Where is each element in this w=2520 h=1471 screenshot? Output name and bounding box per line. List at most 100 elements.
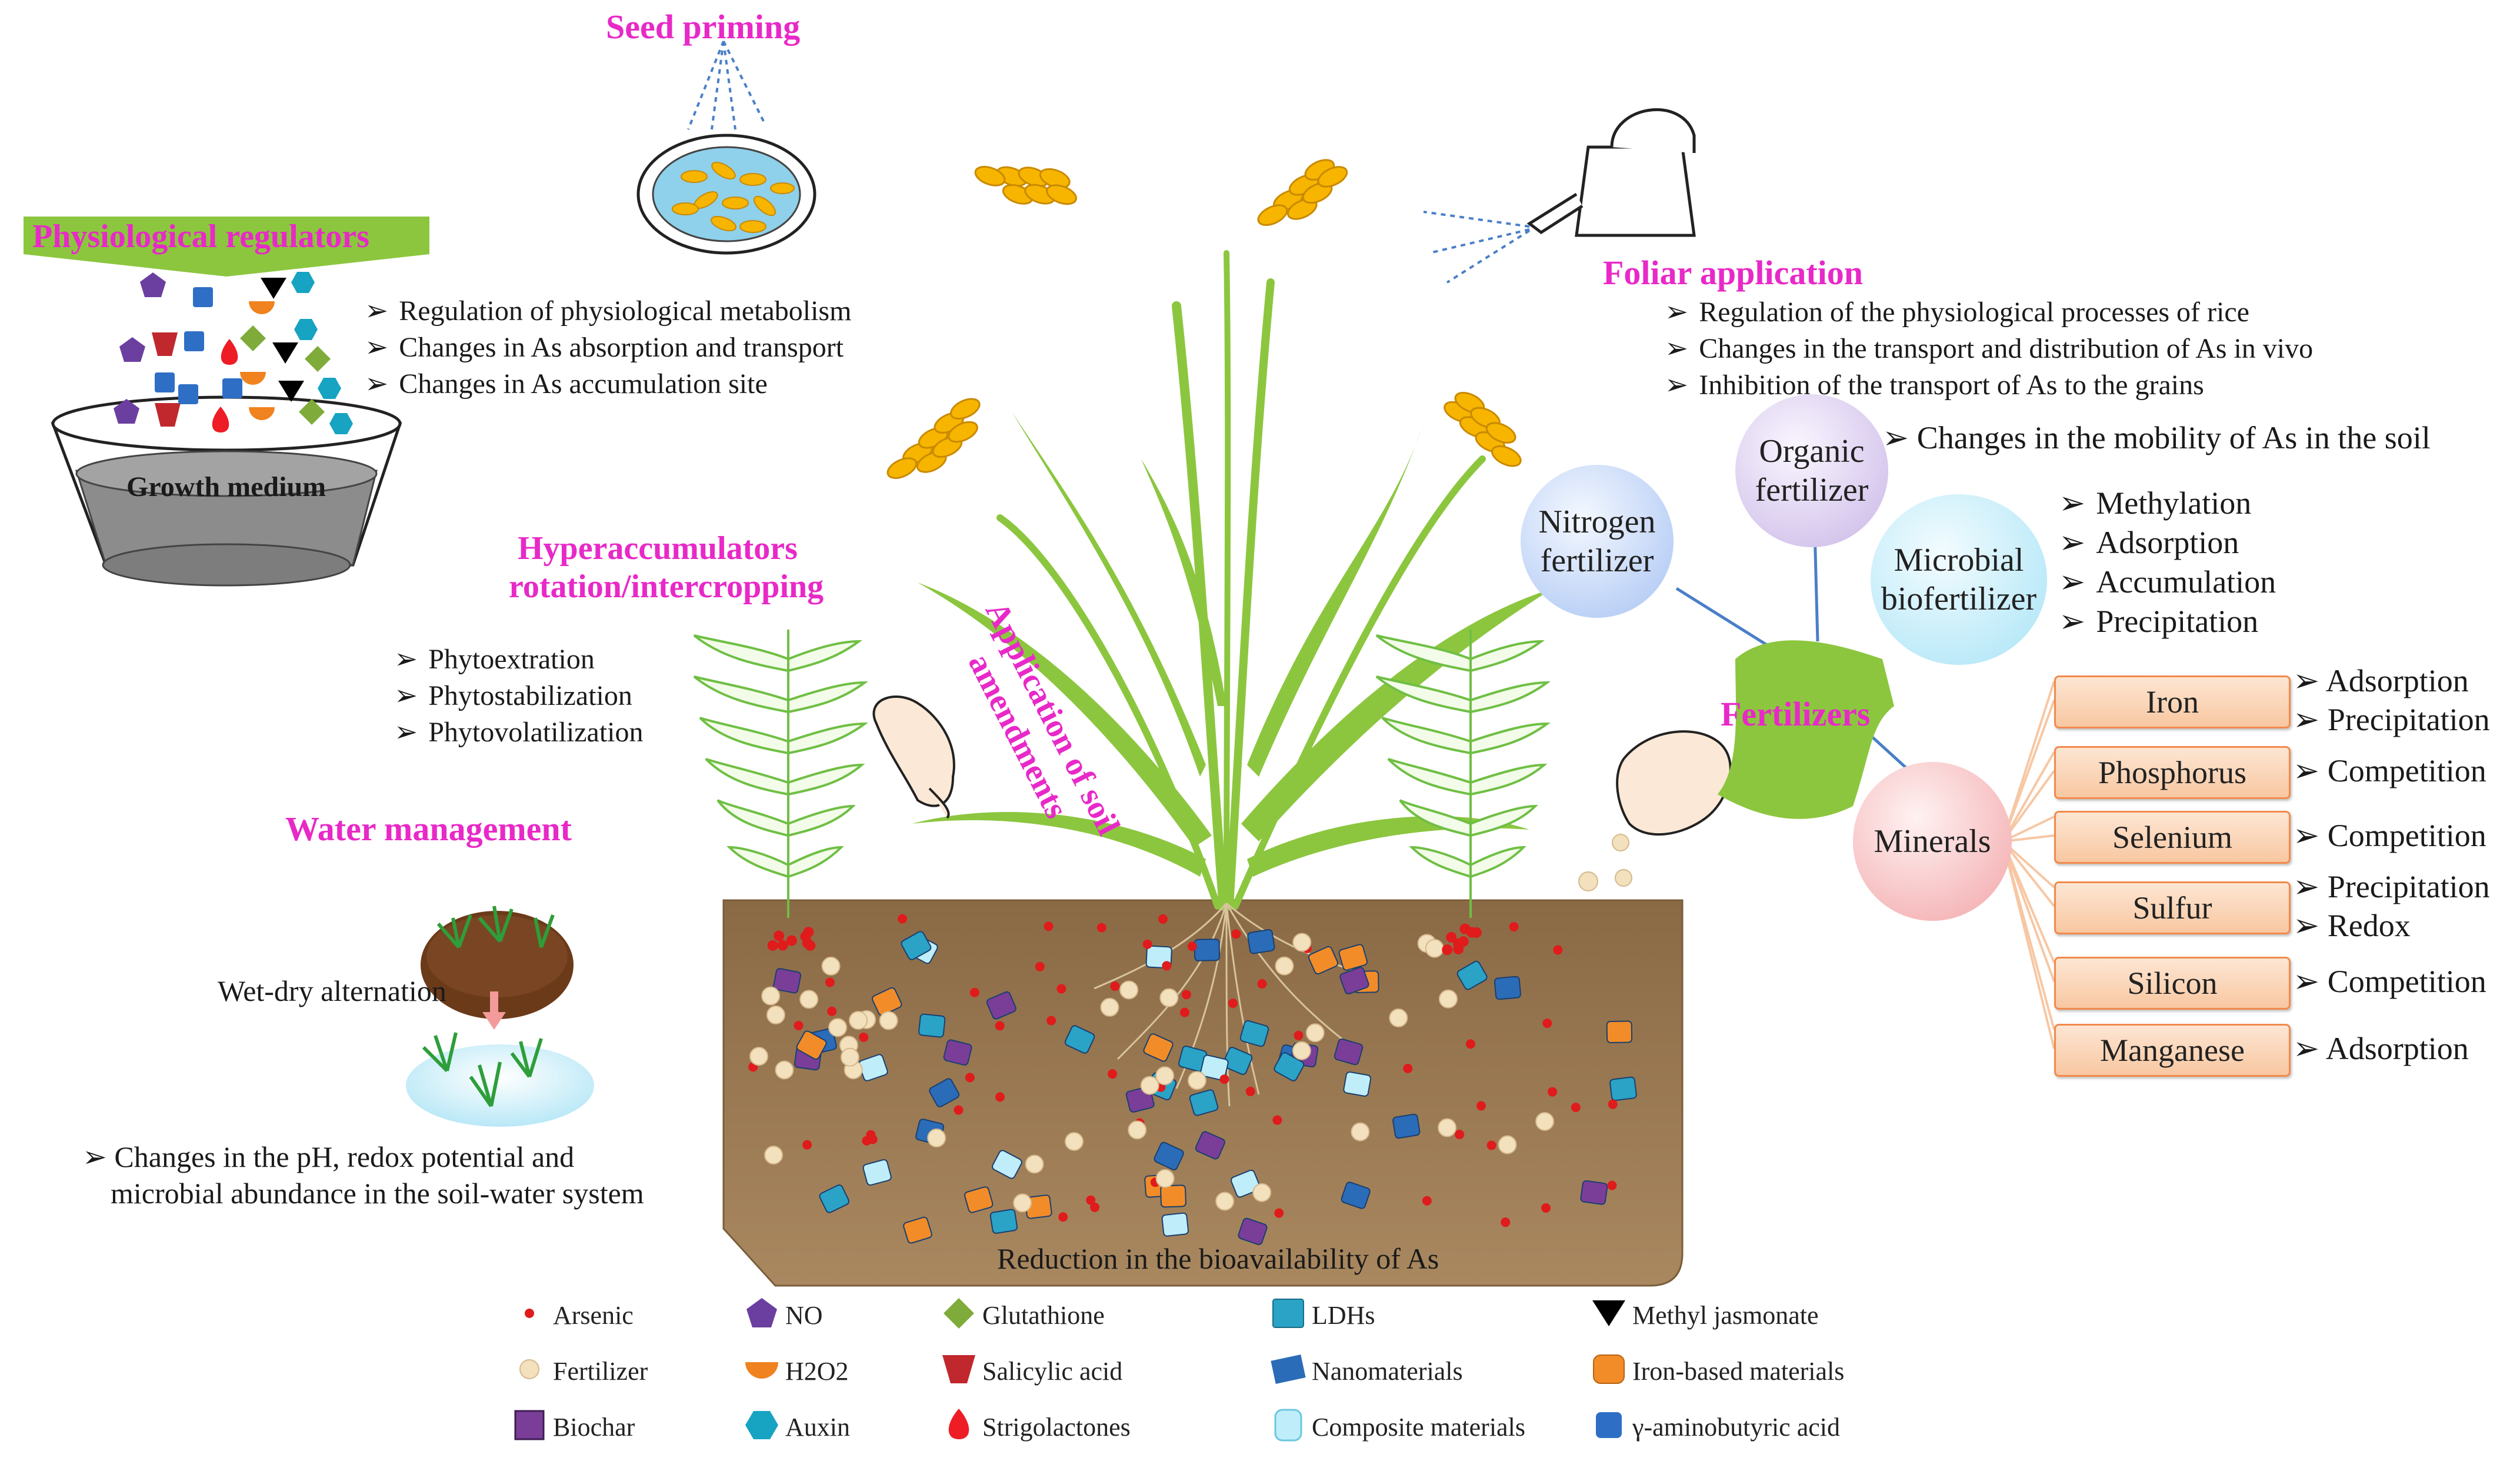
fertilizer-dot xyxy=(1535,1111,1555,1131)
arsenic-dot xyxy=(825,977,835,987)
arsenic-dot xyxy=(1446,931,1457,943)
foliar-bullets: ➢Regulation of the physiological process… xyxy=(1665,294,2313,404)
soil-particle xyxy=(1308,946,1339,975)
bullet-arrow-icon: ➢ xyxy=(1665,333,1689,364)
physio-header-bar xyxy=(24,217,429,254)
fertilizer-dot xyxy=(1438,989,1458,1009)
fan-line xyxy=(2002,841,2055,982)
soil-particle xyxy=(1609,1076,1637,1101)
legend-label: Methyl jasmonate xyxy=(1632,1301,1819,1330)
fan-line xyxy=(2002,841,2055,1030)
arsenic-dot xyxy=(1486,1140,1496,1150)
fertilizer-dot xyxy=(761,986,781,1006)
arsenic-dot xyxy=(859,1032,869,1042)
fertilizer-dot xyxy=(1119,980,1139,1000)
fertilizer-dot xyxy=(1025,1154,1044,1174)
soil-particle xyxy=(989,1209,1018,1234)
regulator-shapes xyxy=(114,272,353,434)
arsenic-dot xyxy=(1294,1030,1304,1040)
hyper-bullet-item: ➢Phytovolatilization xyxy=(394,714,644,751)
hand-right xyxy=(1616,730,1732,836)
mineral-effects: ➢ Adsorption xyxy=(2293,1029,2469,1068)
rice-leaves xyxy=(912,412,1553,877)
mineral-effects: ➢ Precipitation➢ Redox xyxy=(2293,867,2490,945)
regulator-shape xyxy=(155,372,175,392)
minerals-label: Minerals xyxy=(1874,823,1991,860)
arsenic-dot xyxy=(1056,984,1066,994)
fertilizer-dot xyxy=(828,1018,848,1037)
arsenic-dot xyxy=(1455,1130,1465,1140)
soil-particle xyxy=(918,1013,946,1038)
arsenic-dot xyxy=(866,1130,876,1140)
fertilizer-dot xyxy=(1275,956,1294,976)
regulator-shape xyxy=(294,319,318,340)
regulator-shape xyxy=(329,413,353,434)
soil-particle xyxy=(819,1184,850,1213)
arsenic-dot xyxy=(1090,1202,1100,1212)
legend-label: H2O2 xyxy=(785,1357,849,1386)
arsenic-dot xyxy=(1187,941,1197,951)
regulator-shape xyxy=(178,384,198,404)
arsenic-dot xyxy=(1453,938,1464,949)
arsenic-dot xyxy=(1044,921,1054,931)
regulator-shape xyxy=(291,272,315,293)
bullet-arrow-icon: ➢ xyxy=(2059,604,2086,639)
arsenic-dot xyxy=(1035,961,1045,971)
arsenic-dot xyxy=(1548,1087,1558,1097)
fertilizer-dot xyxy=(840,1047,859,1067)
soil-particle xyxy=(773,968,802,994)
mineral-box: Silicon xyxy=(2054,957,2291,1010)
regulator-shape xyxy=(152,332,178,356)
fertilizer-dot xyxy=(1159,988,1179,1007)
soil-particle xyxy=(1195,1131,1225,1160)
legend-label: Arsenic xyxy=(553,1301,634,1330)
arsenic-dot xyxy=(1422,1196,1432,1206)
legend-label: Auxin xyxy=(785,1413,850,1442)
arsenic-dot xyxy=(1108,1069,1118,1079)
legend-label: NO xyxy=(785,1301,823,1330)
regulator-shape xyxy=(249,407,275,420)
fan-line xyxy=(2002,770,2055,843)
microbial-biofertilizer-circle: Microbial biofertilizer xyxy=(1871,494,2047,665)
physio-bullets: ➢Regulation of physiological metabolism➢… xyxy=(365,293,851,402)
soil-particle xyxy=(1606,1020,1633,1043)
arsenic-dot xyxy=(800,931,811,942)
fan-line xyxy=(2002,841,2055,963)
arsenic-dot xyxy=(1158,914,1168,924)
legend-label: Biochar xyxy=(553,1413,635,1442)
mineral-box: Manganese xyxy=(2054,1024,2291,1077)
bullet-arrow-icon: ➢ xyxy=(394,717,418,748)
arsenic-dot xyxy=(1465,1039,1475,1049)
fan-line xyxy=(2002,840,2055,888)
physio-header-point xyxy=(24,254,429,277)
arsenic-dot xyxy=(1110,981,1120,991)
soil-particle xyxy=(1160,1184,1186,1208)
fertilizer-dot xyxy=(1128,1120,1147,1140)
mineral-box: Sulfur xyxy=(2054,881,2291,934)
fertilizer-dot xyxy=(775,1060,794,1080)
hyper-bullet-text: Phytoextration xyxy=(428,644,595,675)
water-management-graphic xyxy=(406,906,594,1127)
foliar-bullet-text: Inhibition of the transport of As to the… xyxy=(1699,370,2204,401)
hyper-bullet-text: Phytostabilization xyxy=(428,680,632,711)
bullet-arrow-icon: ➢ xyxy=(82,1140,115,1173)
arsenic-dot xyxy=(1501,1217,1511,1227)
nitrogen-line2: fertilizer xyxy=(1540,543,1654,579)
fertilizer-beads xyxy=(1578,834,1632,891)
fertilizer-dot xyxy=(1438,1118,1457,1137)
hyperaccumulator-plant-right xyxy=(1375,630,1551,918)
title-physiological-regulators: Physiological regulators xyxy=(32,218,369,255)
arsenic-dot xyxy=(1471,927,1482,938)
regulator-shape xyxy=(240,325,266,351)
regulator-shape xyxy=(278,381,304,402)
soil-particle xyxy=(1341,1182,1371,1209)
hyper-bullets: ➢Phytoextration➢Phytostabilization➢Phyto… xyxy=(394,641,644,751)
regulator-shape xyxy=(193,287,213,307)
watering-can xyxy=(1423,108,1696,284)
regulator-shape xyxy=(221,339,238,365)
mineral-effects: ➢ Competition xyxy=(2293,751,2486,790)
arsenic-dot xyxy=(1142,939,1152,949)
arsenic-dot xyxy=(767,940,778,951)
fertilizer-dot xyxy=(1155,1169,1175,1188)
